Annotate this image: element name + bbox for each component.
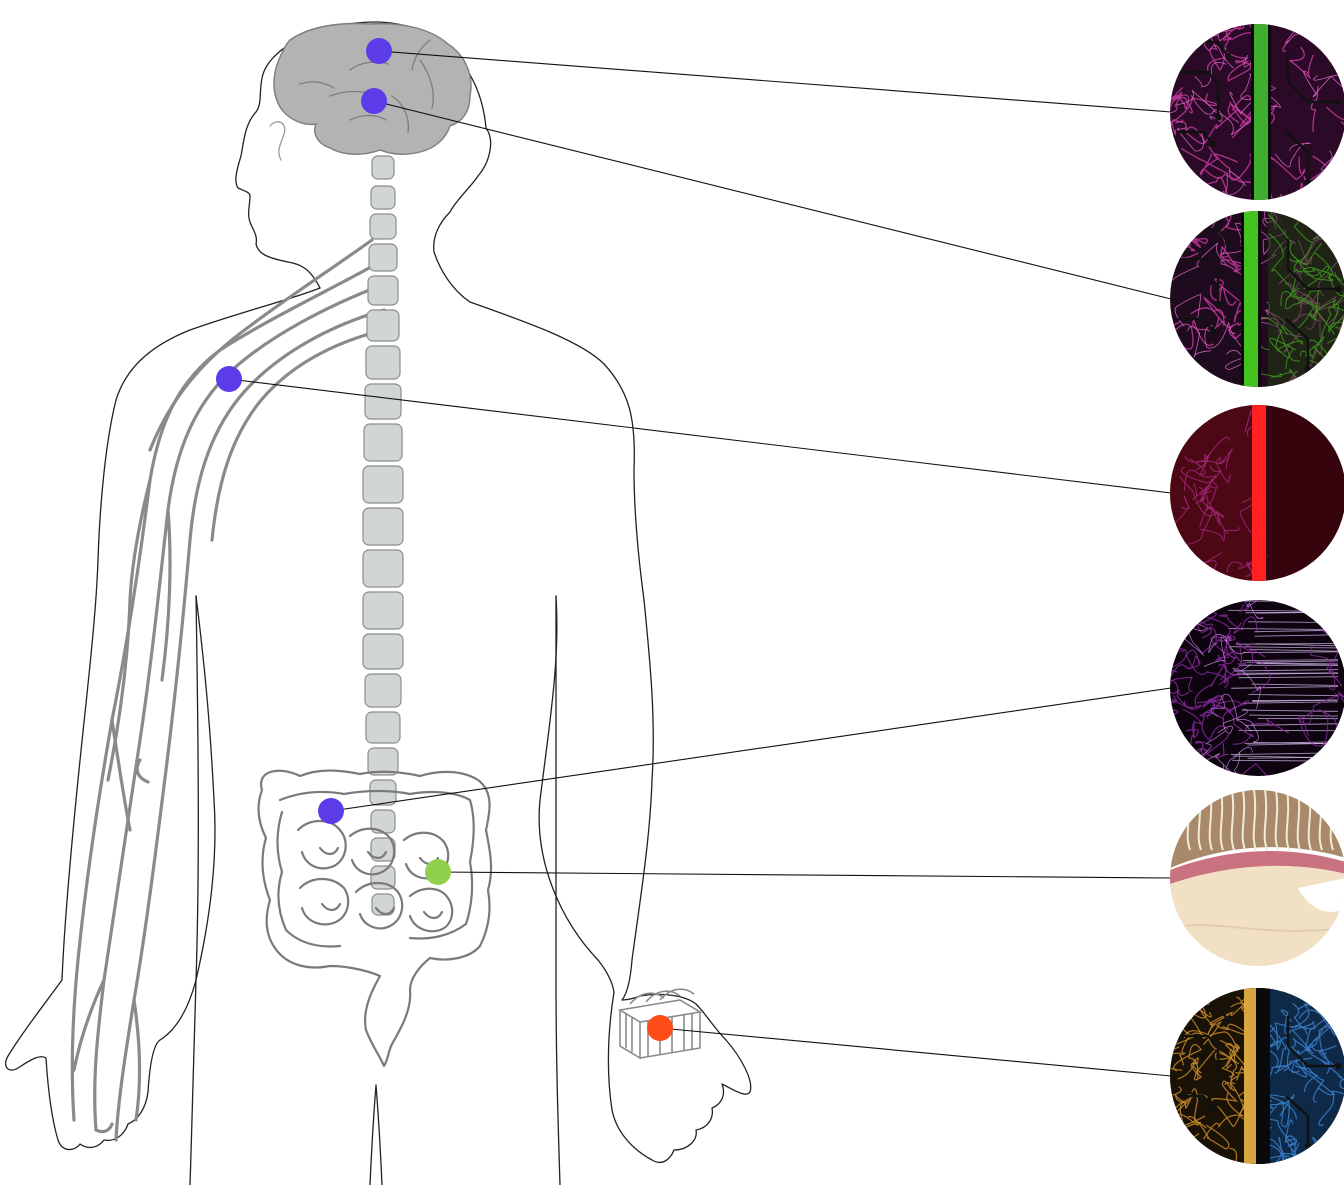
vertebra — [366, 346, 400, 379]
vertebra — [363, 634, 403, 669]
vertebra — [368, 276, 398, 305]
vertebra — [363, 550, 403, 587]
marker-dot — [361, 88, 387, 114]
markers — [216, 38, 673, 1041]
right-arm-outline — [622, 600, 653, 1000]
microscopy-panels — [1125, 0, 1344, 1185]
marker-dot — [216, 366, 242, 392]
microscopy-panel — [1125, 950, 1344, 1185]
microscopy-panel — [1134, 402, 1344, 584]
vertebra — [366, 712, 400, 743]
leg-gap — [370, 1085, 382, 1185]
vertebra — [365, 674, 401, 707]
connector-line — [660, 1028, 1171, 1076]
neck-back-outline — [434, 128, 491, 302]
vertebra — [363, 592, 403, 629]
torso-right — [556, 596, 560, 1185]
vertebra — [370, 214, 396, 239]
vertebra — [371, 186, 395, 209]
vertebra — [363, 508, 403, 545]
torso-left — [190, 596, 198, 1185]
vertebra — [367, 310, 399, 341]
right-shoulder-outline — [470, 302, 644, 600]
vertebra — [372, 156, 394, 179]
marker-dot — [366, 38, 392, 64]
microscopy-panel — [1137, 188, 1344, 411]
ear-outline — [270, 122, 285, 160]
left-arm-inner — [160, 596, 215, 1040]
marker-dot — [647, 1015, 673, 1041]
vertebra — [369, 244, 397, 271]
vertebra — [363, 466, 403, 503]
connector-line — [379, 51, 1171, 112]
vertebra — [365, 384, 401, 419]
connector-line — [331, 688, 1171, 811]
microscopy-panel — [1133, 557, 1344, 804]
right-hand-outline — [608, 992, 750, 1162]
microscopy-panel — [1137, 0, 1344, 227]
marker-dot — [425, 859, 451, 885]
vertebra — [364, 424, 402, 461]
left-hand-outline — [6, 980, 160, 1150]
microscopy-panel — [1170, 790, 1344, 966]
connector-line — [374, 101, 1171, 299]
right-forearm-inner — [539, 596, 614, 992]
marker-dot — [318, 798, 344, 824]
